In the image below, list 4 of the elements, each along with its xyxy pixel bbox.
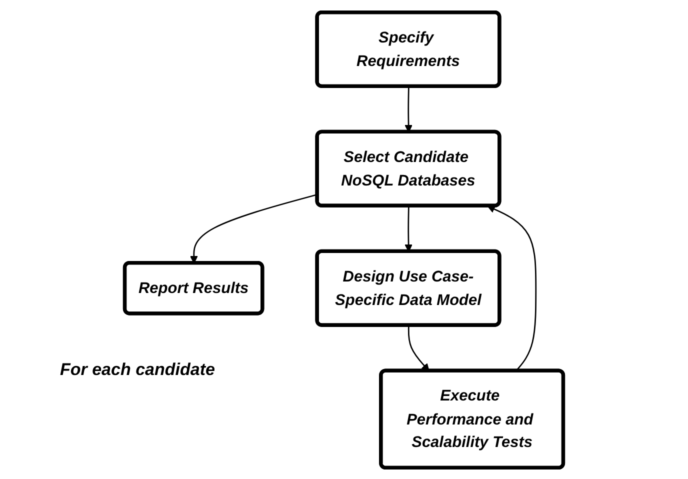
note-text: For each candidate bbox=[60, 360, 215, 380]
arrow bbox=[408, 324, 430, 371]
arrow bbox=[404, 206, 413, 252]
arrow bbox=[487, 204, 537, 371]
